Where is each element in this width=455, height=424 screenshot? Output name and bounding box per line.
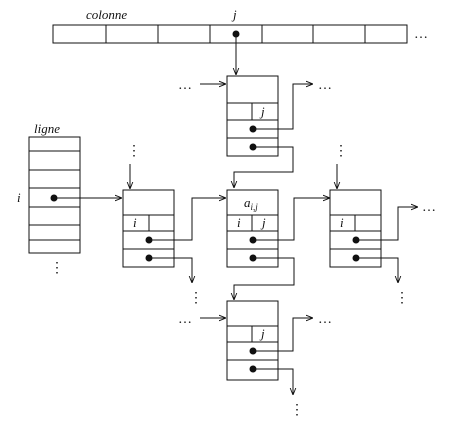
node-center-value-label: ai,j <box>244 195 258 212</box>
row-index-label: i <box>17 190 21 205</box>
node-left-row-label: i <box>133 215 137 230</box>
node-right-below-vellipsis: ⋮ <box>395 291 409 306</box>
node-left <box>122 164 226 283</box>
value-symbol: a <box>244 195 251 210</box>
row-array-label: ligne <box>34 121 60 136</box>
column-array <box>52 24 408 75</box>
row-array-vellipsis: ⋮ <box>50 261 64 276</box>
value-subscript: i,j <box>251 202 259 212</box>
node-top-right-ellipsis: … <box>318 78 333 93</box>
node-bottom <box>200 300 313 395</box>
node-top <box>200 75 313 188</box>
node-bottom-below-vellipsis: ⋮ <box>290 403 304 418</box>
column-array-label: colonne <box>86 7 127 22</box>
node-center <box>226 189 330 300</box>
node-center-col-label: j <box>260 215 266 230</box>
node-top-left-ellipsis: … <box>178 78 193 93</box>
node-bottom-left-ellipsis: … <box>178 312 193 327</box>
column-index-label: j <box>231 7 237 22</box>
node-left-above-vellipsis: ⋮ <box>127 144 141 159</box>
node-right-above-vellipsis: ⋮ <box>334 144 348 159</box>
row-array <box>28 136 122 254</box>
node-top-col-label: j <box>259 104 265 119</box>
node-left-below-vellipsis: ⋮ <box>189 291 203 306</box>
node-right-row-label: i <box>340 215 344 230</box>
node-right <box>329 164 418 283</box>
node-bottom-right-ellipsis: … <box>318 312 333 327</box>
node-right-ellipsis: … <box>422 200 437 215</box>
node-bottom-col-label: j <box>259 326 265 341</box>
column-array-ellipsis: … <box>414 27 429 42</box>
node-center-row-label: i <box>237 215 241 230</box>
